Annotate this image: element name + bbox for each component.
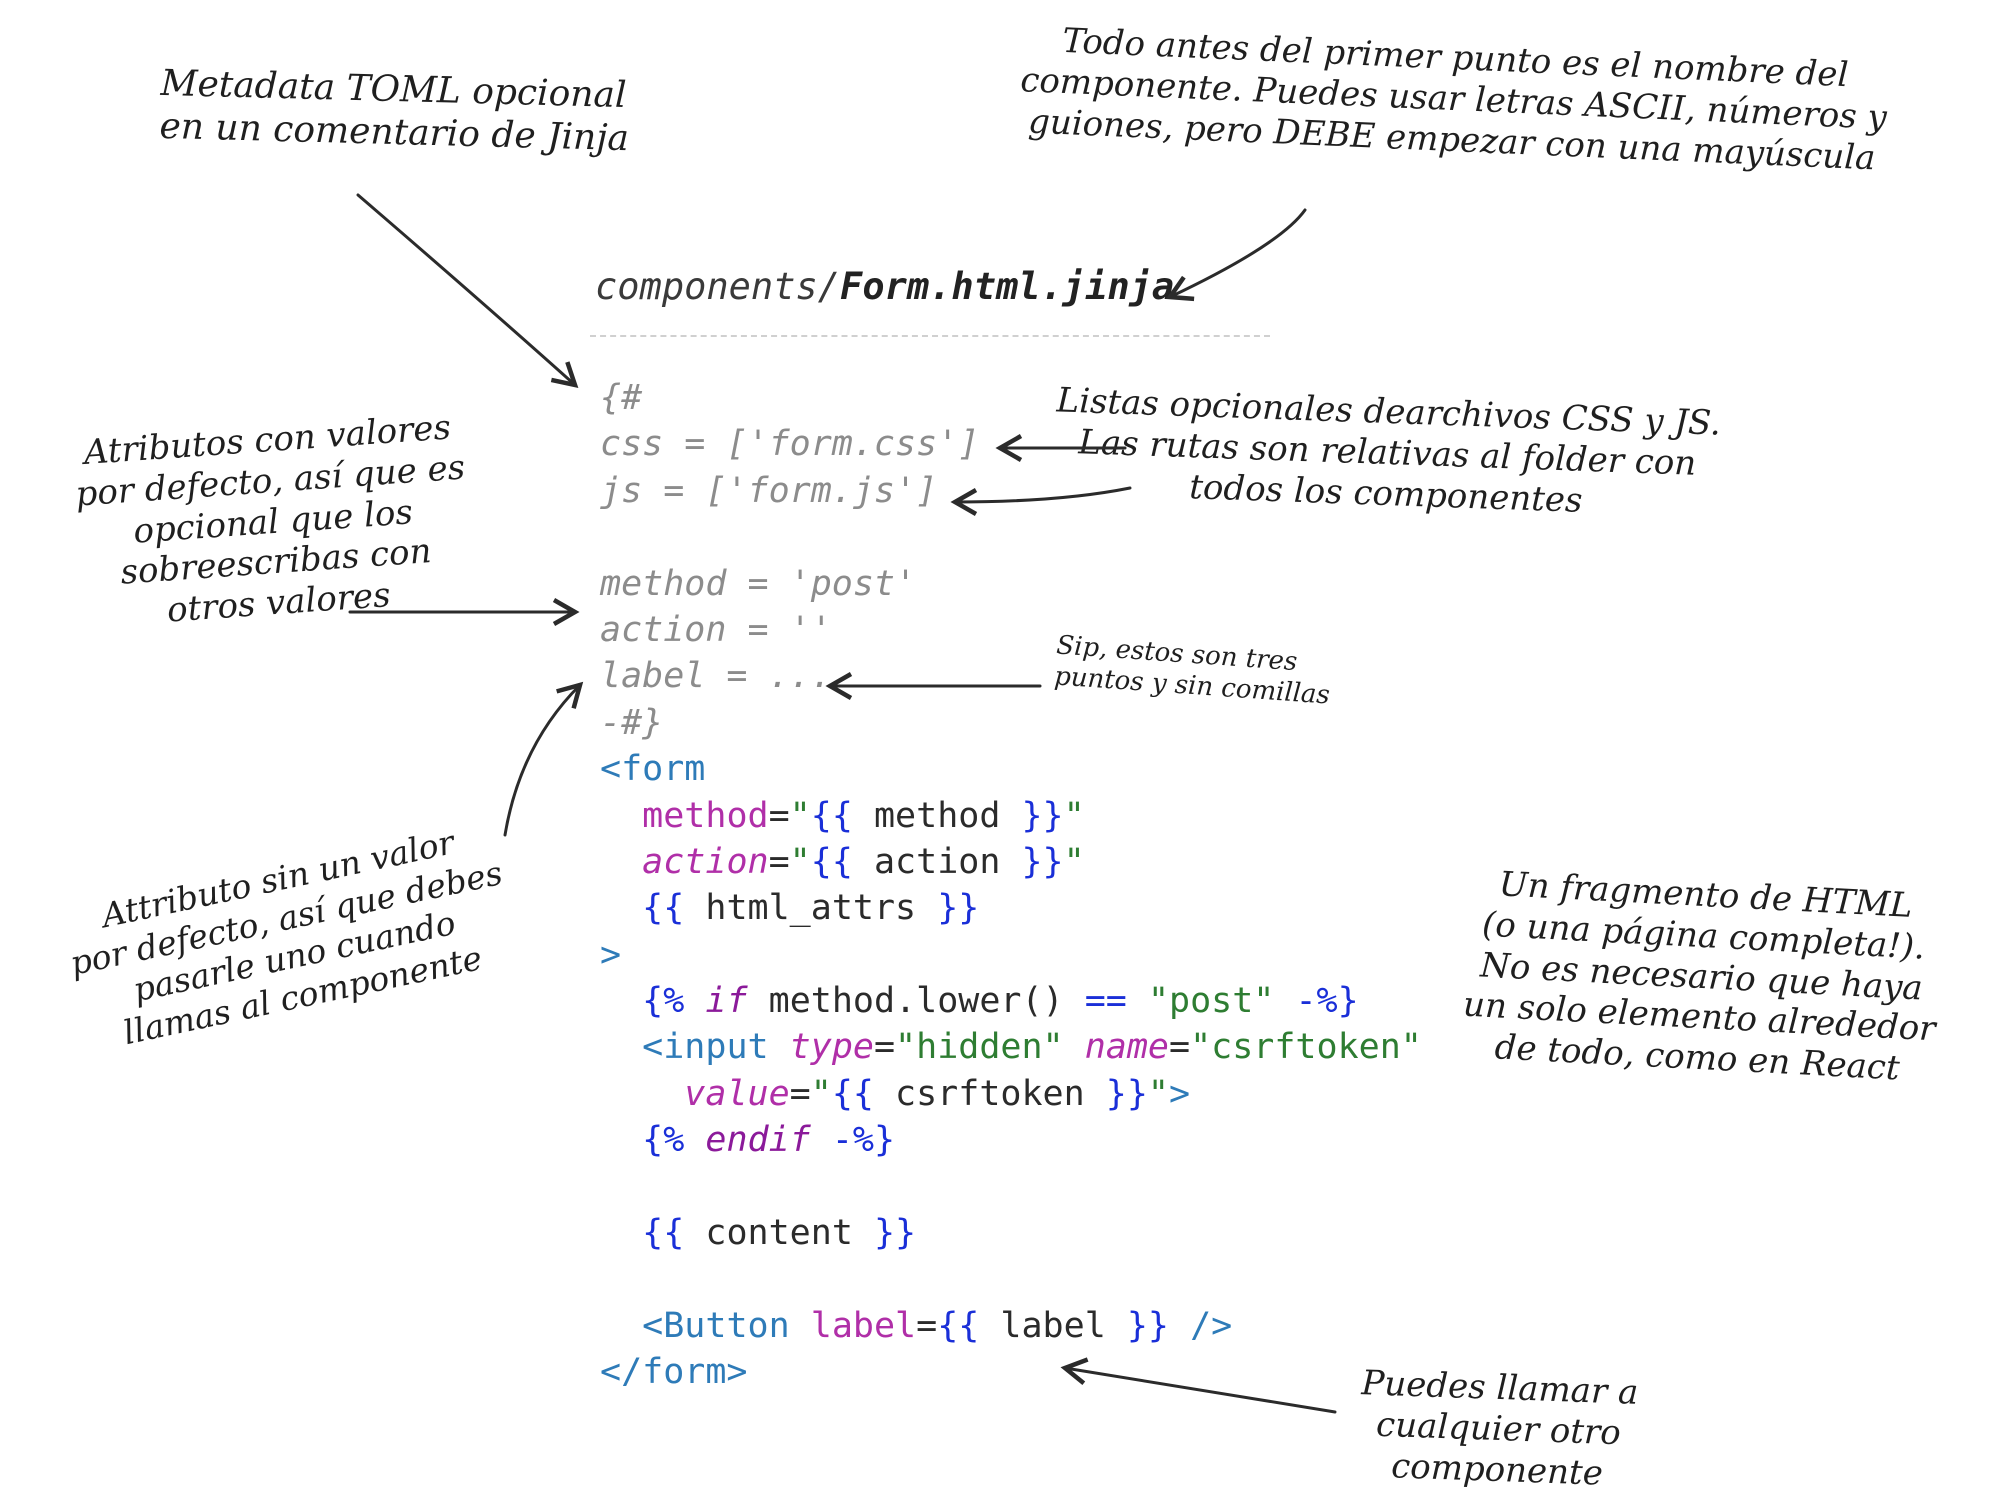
code-token: <form — [600, 749, 706, 790]
code-line: method="{{ method }}" — [600, 793, 1422, 839]
code-line: <form — [600, 746, 1422, 792]
code-token: = — [768, 841, 790, 882]
code-token: /> — [1190, 1305, 1233, 1346]
code-token: if — [705, 981, 748, 1022]
code-token: "post" — [1147, 981, 1275, 1022]
code-line: <Button label={{ label }} /> — [600, 1303, 1422, 1349]
code-token: {{ — [810, 841, 853, 882]
code-line: > — [600, 932, 1422, 978]
code-token: }} — [873, 1213, 917, 1254]
code-token: <Button — [642, 1305, 790, 1346]
code-token: {% — [642, 1120, 685, 1161]
code-token: value — [684, 1073, 790, 1114]
code-line: {# — [600, 375, 1422, 421]
code-token: method — [852, 795, 1022, 836]
code-block: {# css = ['form.css'] js = ['form.js'] meth… — [600, 375, 1422, 1396]
code-token: method.lower() — [747, 981, 1085, 1022]
code-token: }} — [1105, 1073, 1148, 1114]
code-token: }} — [1021, 795, 1064, 836]
code-token: {{ — [937, 1305, 980, 1346]
code-token: " — [1147, 1073, 1169, 1114]
code-line: action = '' — [600, 607, 1422, 653]
code-token: css = ['form.css'] — [600, 424, 980, 465]
header-divider — [590, 335, 1270, 337]
file-path: components/Form.html.jinja — [595, 265, 1174, 308]
code-line: -#} — [600, 700, 1422, 746]
code-token: label = ... — [600, 656, 832, 697]
code-token: }} — [937, 888, 980, 929]
code-line: </form> — [600, 1349, 1422, 1395]
arrow-to-button — [1060, 1357, 1337, 1414]
code-token: method — [642, 795, 769, 836]
code-line: {% if method.lower() == "post" -%} — [600, 978, 1422, 1024]
code-token: -%} — [831, 1120, 896, 1161]
code-token: {{ — [831, 1073, 874, 1114]
code-token: " — [789, 795, 811, 836]
code-token: method = 'post' — [600, 563, 917, 604]
code-token: = — [768, 795, 790, 836]
code-line: method = 'post' — [600, 561, 1422, 607]
code-token: {{ — [810, 795, 853, 836]
code-token: -%} — [1295, 981, 1359, 1022]
code-token: {{ — [642, 888, 685, 929]
code-token: }} — [1021, 841, 1064, 882]
code-line: js = ['form.js'] — [600, 468, 1422, 514]
arrow-to-label — [503, 681, 584, 837]
code-token: > — [600, 934, 622, 975]
code-token: > — [1169, 1073, 1191, 1114]
code-token: = — [789, 1073, 811, 1114]
code-token: action — [642, 841, 769, 882]
code-token: html_attrs — [684, 888, 938, 929]
code-token: == — [1084, 981, 1127, 1022]
code-token: js = ['form.js'] — [600, 470, 938, 511]
code-line: {% endif -%} — [600, 1117, 1422, 1163]
code-line: {{ content }} — [600, 1210, 1422, 1256]
code-line: action="{{ action }}" — [600, 839, 1422, 885]
code-token: label — [979, 1305, 1127, 1346]
code-token: type — [789, 1027, 874, 1068]
code-token: csrftoken — [873, 1073, 1106, 1114]
code-token: </form> — [600, 1352, 748, 1393]
code-token: {# — [600, 378, 643, 418]
file-name: Form.html.jinja — [840, 265, 1175, 308]
code-token: "csrftoken" — [1190, 1027, 1422, 1068]
code-token: = — [1169, 1027, 1191, 1068]
arrow-to-toml — [356, 193, 579, 389]
code-token: = — [916, 1305, 938, 1346]
code-token: " — [1063, 841, 1085, 882]
code-token: name — [1084, 1027, 1169, 1068]
code-token: "hidden" — [895, 1027, 1064, 1068]
code-token: }} — [1126, 1305, 1170, 1346]
code-token: " — [1063, 795, 1085, 836]
file-directory: components/ — [595, 265, 841, 308]
code-token: <input — [642, 1027, 769, 1068]
code-token: {{ — [642, 1213, 685, 1254]
arrow-to-filename — [1165, 208, 1307, 302]
code-line: value="{{ csrftoken }}"> — [600, 1071, 1422, 1117]
code-token: action = '' — [600, 609, 832, 650]
code-line: <input type="hidden" name="csrftoken" — [600, 1024, 1422, 1070]
code-line: label = ... — [600, 653, 1422, 699]
code-line: css = ['form.css'] — [600, 421, 1422, 467]
arrow-to-js — [950, 486, 1132, 516]
code-token: " — [810, 1073, 832, 1114]
code-token: content — [684, 1213, 874, 1254]
code-token: action — [852, 841, 1022, 882]
code-token: {% — [642, 981, 685, 1022]
code-token: -#} — [600, 702, 664, 743]
code-line: {{ html_attrs }} — [600, 885, 1422, 931]
code-token: label — [810, 1305, 917, 1346]
code-token: " — [789, 841, 811, 882]
code-token: endif — [705, 1120, 811, 1161]
code-token: = — [873, 1027, 896, 1068]
